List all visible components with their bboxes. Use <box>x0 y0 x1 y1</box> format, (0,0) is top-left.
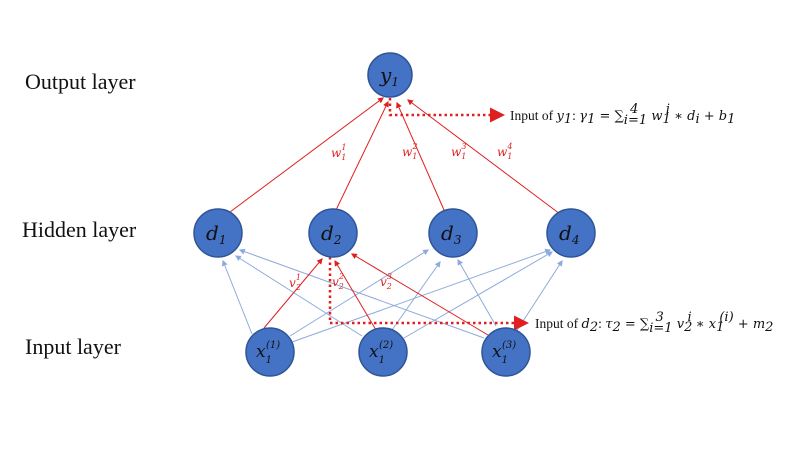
hidden-layer-label: Hidden layer <box>22 217 137 242</box>
weight-w1-3: w13 <box>451 142 466 161</box>
input-node-x3-label: x1(3) <box>492 340 516 366</box>
weight-v2-1: v21 <box>289 273 301 292</box>
output-node-y1: y1 <box>367 52 413 98</box>
weight-w1-2: w12 <box>402 142 417 161</box>
hidden-node-d4-label: d4 <box>559 221 579 247</box>
edge-x2-d3 <box>391 261 441 331</box>
weight-w1-4: w14 <box>497 142 512 161</box>
input-layer-label: Input layer <box>25 334 122 359</box>
weight-w1-1: w11 <box>331 143 346 162</box>
hidden-node-d3-label: d3 <box>441 221 462 247</box>
edge-x1-d1 <box>221 259 253 335</box>
input-node-x2-label: x1(2) <box>369 340 393 366</box>
output-layer-label: Output layer <box>25 69 136 94</box>
edge-d2-y1 <box>335 100 389 211</box>
hidden-output-edges <box>229 97 561 215</box>
edge-x2-d2 <box>334 259 377 331</box>
edge-d3-y1 <box>396 101 445 211</box>
weight-v2-2: v22 <box>332 272 344 291</box>
edge-x3-d3 <box>457 258 497 327</box>
edge-x1-d4 <box>291 248 552 343</box>
input-node-x3: x1(3) <box>481 327 531 377</box>
input-d2-edges <box>263 253 489 336</box>
edge-d1-y1 <box>229 97 384 213</box>
input-node-x1: x1(1) <box>245 327 295 377</box>
hidden-node-d2: d2 <box>308 208 358 258</box>
edge-x3-d1 <box>238 248 485 339</box>
hidden-node-d2-label: d2 <box>321 221 341 247</box>
hidden-node-d3: d3 <box>428 208 478 258</box>
weight-v2-3: v23 <box>380 272 392 291</box>
edge-x1-d2 <box>263 258 323 329</box>
edge-d4-y1 <box>407 99 561 215</box>
hidden-node-d1-label: d1 <box>206 221 226 247</box>
hidden-annotation-arrow <box>328 257 529 331</box>
input-node-x1-label: x1(1) <box>256 340 280 366</box>
hidden-node-d4: d4 <box>546 208 596 258</box>
edge-x3-d2 <box>350 253 489 336</box>
output-annotation-arrow <box>388 98 505 123</box>
hidden-node-d1: d1 <box>193 208 243 258</box>
output-node-label: y1 <box>379 63 399 89</box>
input-node-x2: x1(2) <box>358 327 408 377</box>
